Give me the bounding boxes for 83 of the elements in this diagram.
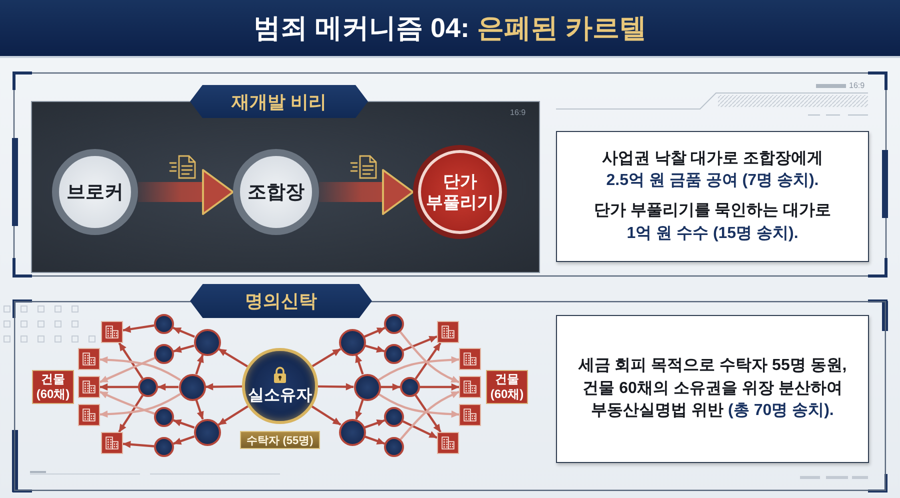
arrow bbox=[355, 399, 364, 420]
arrow bbox=[118, 342, 144, 380]
node-label: 단가 부풀리기 bbox=[425, 170, 495, 214]
building-icon bbox=[459, 376, 481, 398]
arrow bbox=[173, 419, 195, 429]
arrow bbox=[414, 394, 442, 433]
arrow bbox=[195, 354, 204, 375]
arrow bbox=[364, 326, 386, 338]
arrow bbox=[122, 440, 154, 448]
network-node bbox=[178, 374, 206, 400]
hud-text: 16:9 bbox=[849, 82, 865, 90]
caption-tag: 수탁자 (55명) bbox=[240, 431, 320, 449]
network-node bbox=[338, 418, 366, 446]
arrow bbox=[173, 435, 195, 445]
network-node bbox=[338, 328, 366, 356]
network-node bbox=[384, 314, 404, 334]
arrow bbox=[311, 406, 342, 426]
arrow bbox=[380, 383, 400, 391]
building-icon bbox=[437, 432, 459, 454]
network-node bbox=[384, 407, 404, 427]
arrow bbox=[318, 383, 354, 390]
description-text: 단가 부풀리기를 묵인하는 대가로 1억 원 수수 (15명 송치). bbox=[594, 201, 832, 244]
building-icon bbox=[459, 404, 481, 426]
section-heading: 명의신탁 bbox=[190, 284, 372, 318]
arrow bbox=[364, 344, 385, 353]
node-label: 실소유자 bbox=[248, 386, 312, 406]
section-heading: 재개발 비리 bbox=[190, 85, 368, 118]
arrow bbox=[118, 394, 144, 433]
description-text: 사업권 낙찰 대가로 조합장에게 2.5억 원 금품 공여 (7명 송치). bbox=[602, 148, 824, 192]
arrow bbox=[100, 356, 156, 384]
building-icon bbox=[459, 348, 481, 370]
network-node bbox=[384, 437, 404, 457]
block-arrow bbox=[319, 169, 414, 215]
text-card bbox=[556, 315, 869, 463]
arrow bbox=[312, 348, 342, 368]
arrow bbox=[378, 393, 460, 418]
network-node bbox=[154, 344, 174, 364]
building-icon bbox=[78, 348, 100, 370]
arrow bbox=[364, 436, 385, 445]
title-text: 범죄 메커니즘 04: 은폐된 카르텔 bbox=[253, 12, 647, 45]
node-label: 브로커 bbox=[66, 181, 124, 205]
arrow bbox=[158, 383, 178, 391]
network-node bbox=[154, 437, 174, 457]
network-node bbox=[354, 374, 380, 400]
arrow bbox=[122, 324, 154, 333]
arrow bbox=[399, 331, 460, 384]
arrow bbox=[205, 383, 242, 390]
text-card bbox=[556, 131, 869, 262]
building-icon bbox=[78, 404, 100, 426]
network-node bbox=[194, 328, 220, 356]
arrow bbox=[402, 420, 438, 439]
box-label: 건물 (60채) bbox=[35, 372, 71, 402]
building-icon bbox=[101, 432, 123, 454]
arrow bbox=[195, 399, 204, 420]
arrow bbox=[414, 342, 442, 380]
network-node bbox=[138, 377, 158, 397]
network-node bbox=[154, 407, 174, 427]
node-label: 조합장 bbox=[248, 181, 304, 205]
description-text: 세금 회피 목적으로 수탁자 55명 동원, 건물 60채의 소유권을 위장 분산하여 부동산실명법 위반 (총 70명 송치). bbox=[577, 356, 848, 422]
arrow bbox=[100, 392, 181, 418]
arrow bbox=[364, 419, 385, 428]
arrow bbox=[378, 356, 460, 381]
arrow bbox=[218, 348, 248, 368]
arrow bbox=[355, 354, 364, 375]
box-label: 건물 (60채) bbox=[489, 372, 525, 402]
arrow bbox=[402, 335, 438, 352]
network-node bbox=[154, 314, 174, 334]
arrow bbox=[173, 344, 194, 353]
hud-text: 16:9 bbox=[510, 109, 526, 117]
building-icon bbox=[101, 321, 123, 343]
network-node bbox=[400, 377, 420, 397]
building-icon bbox=[78, 376, 100, 398]
arrow bbox=[100, 356, 181, 382]
arrow bbox=[420, 383, 460, 391]
arrow bbox=[218, 405, 248, 426]
network-node bbox=[384, 344, 404, 364]
arrow bbox=[100, 390, 155, 415]
network-node bbox=[194, 418, 220, 446]
arrow bbox=[400, 390, 460, 440]
block-arrow bbox=[138, 169, 234, 215]
building-icon bbox=[437, 321, 459, 343]
arrow bbox=[172, 326, 195, 338]
arrow bbox=[100, 383, 138, 391]
